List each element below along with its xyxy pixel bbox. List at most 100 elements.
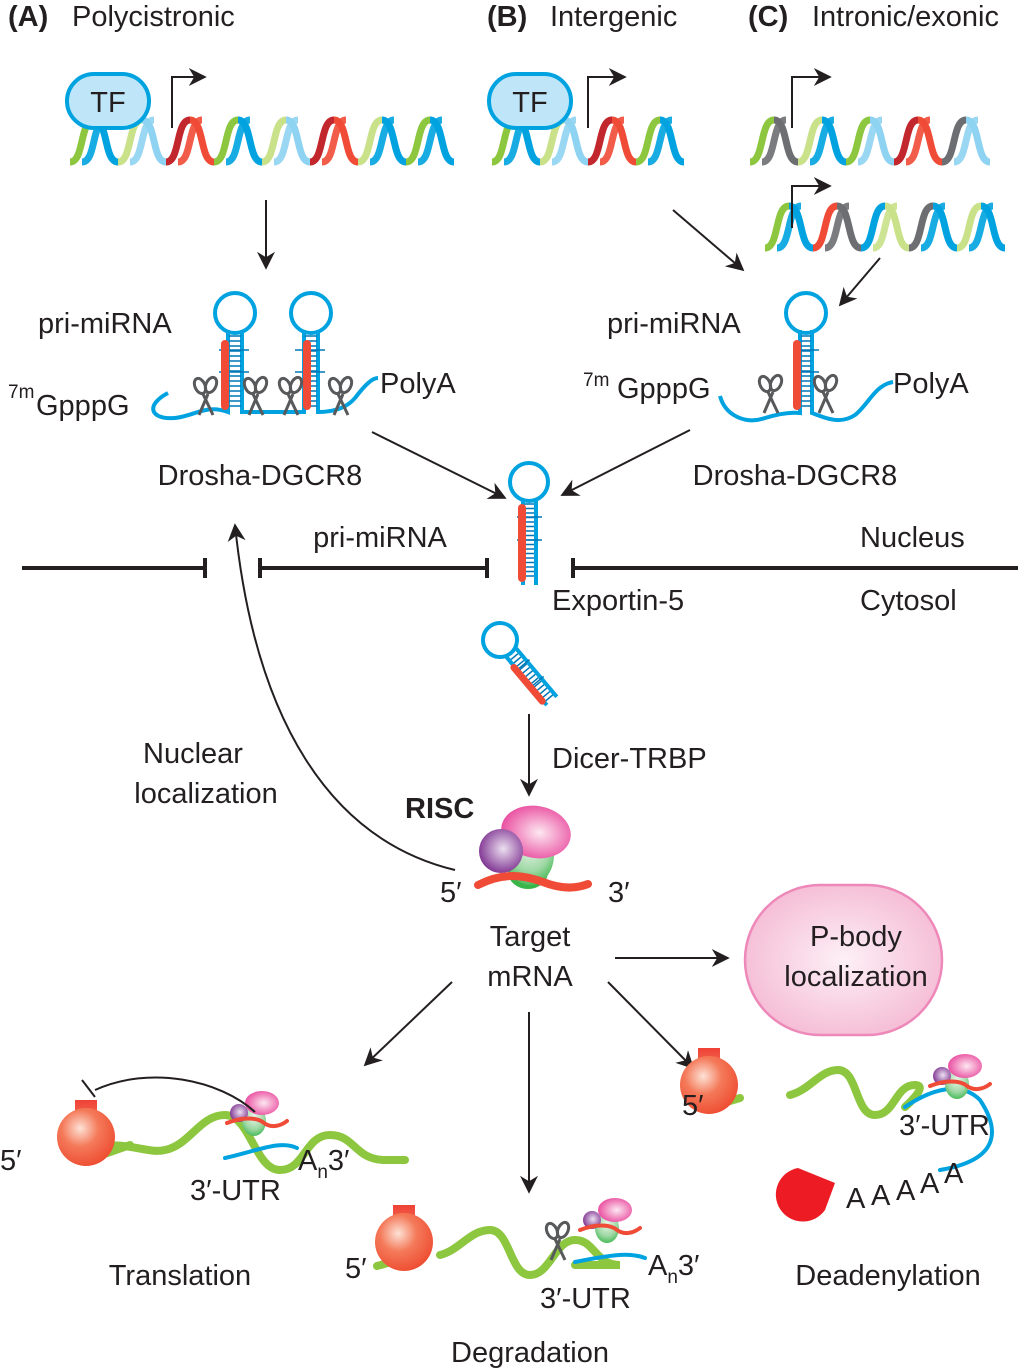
dna-strand xyxy=(128,116,156,166)
arrow-icon xyxy=(371,431,507,499)
panel-b-name: Intergenic xyxy=(550,1,677,33)
dna-strand xyxy=(550,116,578,166)
pbody-label-line1: P-body xyxy=(810,921,902,953)
ribosome-icon xyxy=(375,1205,433,1271)
arrow-icon xyxy=(838,257,881,307)
dna-strand xyxy=(320,116,348,166)
panel-c-title: (C) Intronic/exonic xyxy=(748,1,999,33)
deadenylase-pacman-icon xyxy=(775,1168,835,1222)
nuclear-localization-arrow-icon xyxy=(227,523,456,871)
dna-strand xyxy=(871,202,899,252)
exportin-label: Exportin-5 xyxy=(552,585,684,617)
translation-utr: 3′-UTR xyxy=(190,1175,281,1207)
dna-strand xyxy=(892,116,920,166)
translation-label: Translation xyxy=(109,1260,251,1292)
arrow-icon xyxy=(672,209,745,272)
dna-strand xyxy=(164,116,192,166)
dna-helix-intergenic xyxy=(490,116,686,166)
pri-mirna-intergenic: pri-miRNA 7m GpppG PolyA Drosha-DGCR8 xyxy=(583,291,969,492)
nuclear-localization-line2: localization xyxy=(134,778,277,810)
scissors-icon xyxy=(757,373,784,414)
dna-strand xyxy=(176,116,204,166)
dna-strand xyxy=(272,116,300,166)
pri-mirna-label-b: pri-miRNA xyxy=(607,308,741,340)
ribosome-icon xyxy=(57,1100,115,1166)
dna-strand xyxy=(904,116,932,166)
dna-strand xyxy=(416,116,444,166)
drosha-label-b: Drosha-DGCR8 xyxy=(693,460,898,492)
risc-five-prime: 5′ xyxy=(440,877,462,909)
risc-complex-small xyxy=(578,1198,642,1243)
risc-label: RISC xyxy=(405,793,474,825)
drosha-label-a: Drosha-DGCR8 xyxy=(158,460,363,492)
dna-strand xyxy=(646,116,674,166)
dna-strand xyxy=(748,116,776,166)
cap-superscript-a: 7m xyxy=(8,382,34,403)
degradation-five-prime: 5′ xyxy=(345,1253,367,1285)
dicer-label: Dicer-TRBP xyxy=(552,743,707,775)
promoter-arrow-icon xyxy=(587,68,627,128)
dna-strand xyxy=(940,116,968,166)
dna-strand xyxy=(811,202,839,252)
risc-complex xyxy=(474,805,592,892)
tf-label-b: TF xyxy=(512,87,547,119)
p-body: P-body localization xyxy=(743,883,944,1037)
translation-an: An3′ xyxy=(298,1145,350,1183)
degradation-utr: 3′-UTR xyxy=(540,1283,631,1315)
degradation-label: Degradation xyxy=(451,1337,609,1369)
dna-strand xyxy=(598,116,626,166)
scissors-icon xyxy=(544,1220,571,1261)
dna-strand xyxy=(586,116,614,166)
dna-strand xyxy=(844,116,872,166)
cytoplasmic-pre-mirna xyxy=(481,621,559,707)
nuclear-localization-line1: Nuclear xyxy=(143,738,243,770)
deadenylation-label: Deadenylation xyxy=(795,1260,980,1292)
polya-letter: A xyxy=(944,1158,964,1190)
cap-label-a: GpppG xyxy=(36,390,130,422)
dna-helix-intronic xyxy=(748,116,992,166)
dna-strand xyxy=(775,202,803,252)
membrane-pri-mirna-label: pri-miRNA xyxy=(313,522,447,554)
panel-b-title: (B) Intergenic xyxy=(487,1,677,33)
dna-strand xyxy=(404,116,432,166)
arrow-icon xyxy=(607,981,695,1070)
panel-c-letter: (C) xyxy=(748,1,788,33)
panel-a-title: (A) Polycistronic xyxy=(8,1,235,33)
polya-tail: A A A A A xyxy=(846,1158,964,1215)
dna-strand xyxy=(308,116,336,166)
deadenylation-utr: 3′-UTR xyxy=(899,1110,990,1142)
dna-strand xyxy=(859,202,887,252)
scissors-icon xyxy=(242,375,269,416)
dna-strand xyxy=(952,116,980,166)
dna-strand xyxy=(919,202,947,252)
risc-complex-small xyxy=(225,1091,289,1136)
dna-strand xyxy=(763,202,791,252)
panel-a-letter: (A) xyxy=(8,1,48,33)
panel-b-letter: (B) xyxy=(487,1,527,33)
polya-letter: A xyxy=(896,1175,916,1207)
tf-label-a: TF xyxy=(90,87,125,119)
nuclear-membrane xyxy=(22,558,1018,578)
scissors-icon xyxy=(277,375,304,416)
polya-letter: A xyxy=(871,1180,891,1212)
dna-strand xyxy=(907,202,935,252)
panel-c-name: Intronic/exonic xyxy=(812,1,999,33)
dna-helix-polycistronic xyxy=(68,116,456,166)
polya-label-b: PolyA xyxy=(893,368,969,400)
scissors-icon xyxy=(327,375,354,416)
dna-strand xyxy=(796,116,824,166)
risc-complex-small xyxy=(928,1054,992,1099)
pri-mirna-polycistronic: pri-miRNA 7m GpppG PolyA Drosha-DGCR8 xyxy=(8,291,456,492)
dna-strand xyxy=(808,116,836,166)
dna-strand xyxy=(967,202,995,252)
dna-strand xyxy=(260,116,288,166)
promoter-arrow-icon xyxy=(171,68,207,128)
transcription-factor-b: TF xyxy=(487,72,573,130)
dna-strand xyxy=(856,116,884,166)
nucleus-label: Nucleus xyxy=(860,522,965,554)
arrow-icon xyxy=(560,429,691,496)
risc-three-prime: 3′ xyxy=(608,877,630,909)
dna-strand xyxy=(212,116,240,166)
degradation-an: An3′ xyxy=(648,1250,700,1288)
